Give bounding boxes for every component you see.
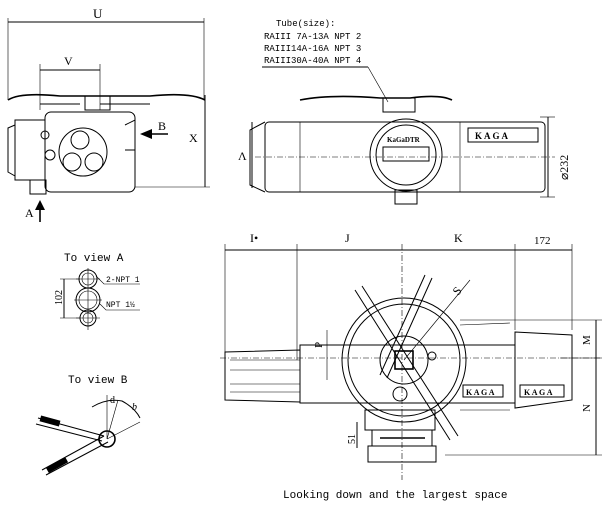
- arrow-b-icon: [140, 129, 152, 139]
- dim-m-label: M: [581, 335, 593, 345]
- arrow-a-icon: [35, 200, 45, 210]
- top-right-front-view: Tube(size): RAIII 7A-13A NPT 2 RAIII14A-…: [238, 19, 571, 205]
- tube-size-line: RAIII14A-16A NPT 3: [264, 44, 361, 54]
- brand-label: KAGA: [524, 388, 554, 397]
- brand-label: KAGA: [466, 388, 496, 397]
- view-a-marker: A: [25, 206, 34, 220]
- brand-label: KAGA: [475, 131, 510, 141]
- tube-size-line: RAIII30A-40A NPT 4: [264, 56, 361, 66]
- view-b-detail: To view B d b: [35, 375, 141, 476]
- motor-end: [14, 119, 46, 181]
- handwheel: [341, 297, 467, 423]
- handwheel-rim: [7, 93, 206, 101]
- handwheel-rim: [299, 95, 453, 101]
- port-large-label: NPT 1½: [106, 301, 135, 310]
- dim-s-label: S: [450, 284, 465, 298]
- dim-i-label: I•: [250, 231, 258, 245]
- view-b-title: To view B: [68, 375, 128, 387]
- tube-size-title: Tube(size):: [276, 19, 335, 29]
- bottom-view-caption: Looking down and the largest space: [283, 490, 507, 502]
- dim-102-label: 102: [54, 290, 65, 305]
- dim-51-label: 51: [347, 434, 358, 444]
- dim-j-label: J: [345, 231, 350, 245]
- view-b-marker: B: [158, 119, 166, 133]
- dim-v-label: V: [64, 54, 73, 68]
- top-left-side-view: U V X B A: [7, 6, 210, 222]
- angle-b-label: b: [132, 402, 137, 413]
- handwheel-spoke: [354, 274, 459, 441]
- tube-size-line: RAIII 7A-13A NPT 2: [264, 32, 361, 42]
- dim-172-label: 172: [534, 235, 551, 247]
- dim-diameter-label: ⌀232: [557, 155, 571, 180]
- mounting-flange: [364, 409, 436, 431]
- view-a-title: To view A: [64, 253, 124, 265]
- view-a-detail: To view A 102 2-NPT 1 NPT 1½: [54, 253, 140, 330]
- dim-lambda-label: Λ: [238, 149, 247, 163]
- dim-u-label: U: [93, 6, 103, 21]
- dim-k-label: K: [454, 231, 463, 245]
- nameplate-text: KaGaDTR: [387, 136, 421, 144]
- dim-n-label: N: [581, 404, 593, 412]
- dim-p-label: P: [313, 342, 325, 348]
- port-small-label: 2-NPT 1: [106, 276, 140, 285]
- angle-d-label: d: [110, 395, 115, 406]
- dim-x-label: X: [189, 131, 198, 145]
- bottom-plan-view: I• J K 172 KAGA KAGA S P 51 M: [220, 231, 602, 502]
